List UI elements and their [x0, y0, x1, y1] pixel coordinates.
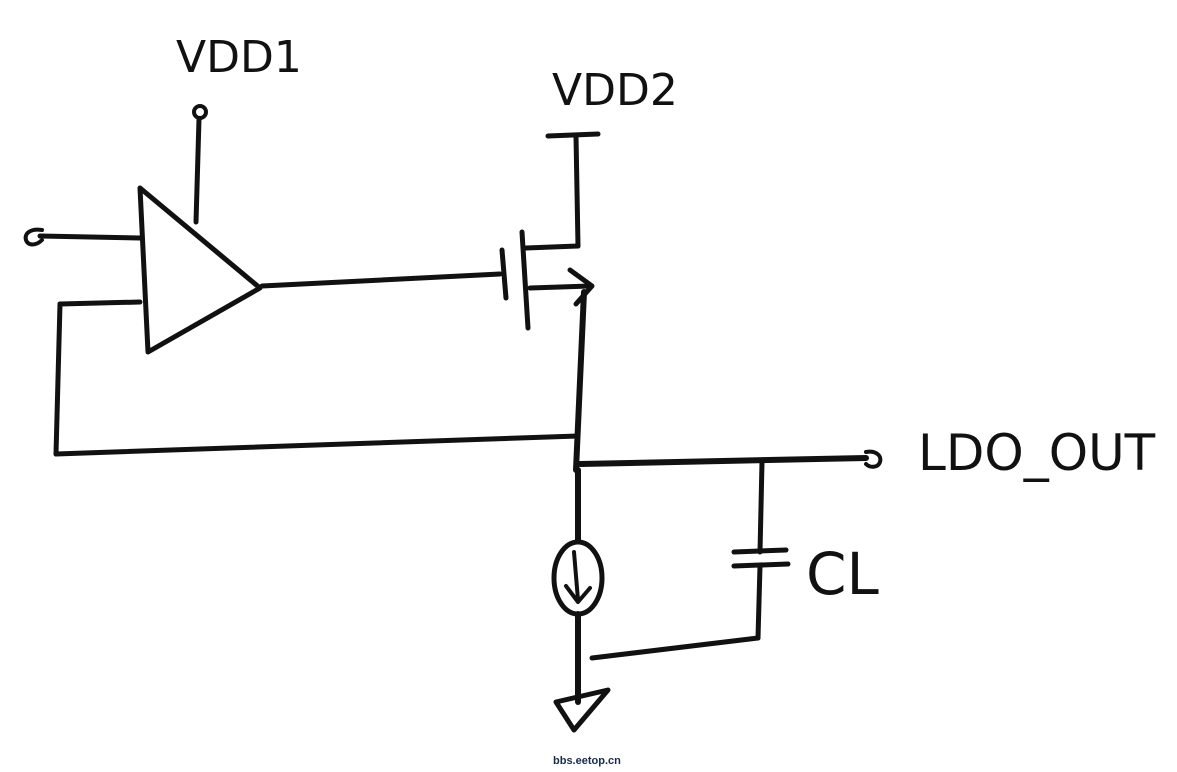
load-capacitor — [731, 459, 791, 641]
cl-label: CL — [806, 540, 879, 608]
pass-transistor — [499, 229, 595, 331]
watermark-text: bbs.eetop.cn — [553, 755, 621, 767]
current-source — [551, 467, 605, 705]
output-rail — [577, 449, 883, 469]
gate-drive-wire — [259, 271, 503, 289]
vdd1-terminal — [192, 104, 208, 225]
ldo-out-label: LDO_OUT — [918, 424, 1156, 482]
error-amplifier — [37, 185, 263, 355]
vdd1-label: VDD1 — [176, 32, 302, 83]
feedback-wire — [53, 301, 581, 457]
vdd2-label: VDD2 — [552, 65, 678, 116]
input-terminal — [23, 227, 44, 247]
source-to-output-wire — [573, 289, 587, 473]
ground-return-wire — [589, 635, 761, 661]
ground-symbol — [553, 687, 611, 733]
vdd2-rail — [545, 131, 601, 249]
